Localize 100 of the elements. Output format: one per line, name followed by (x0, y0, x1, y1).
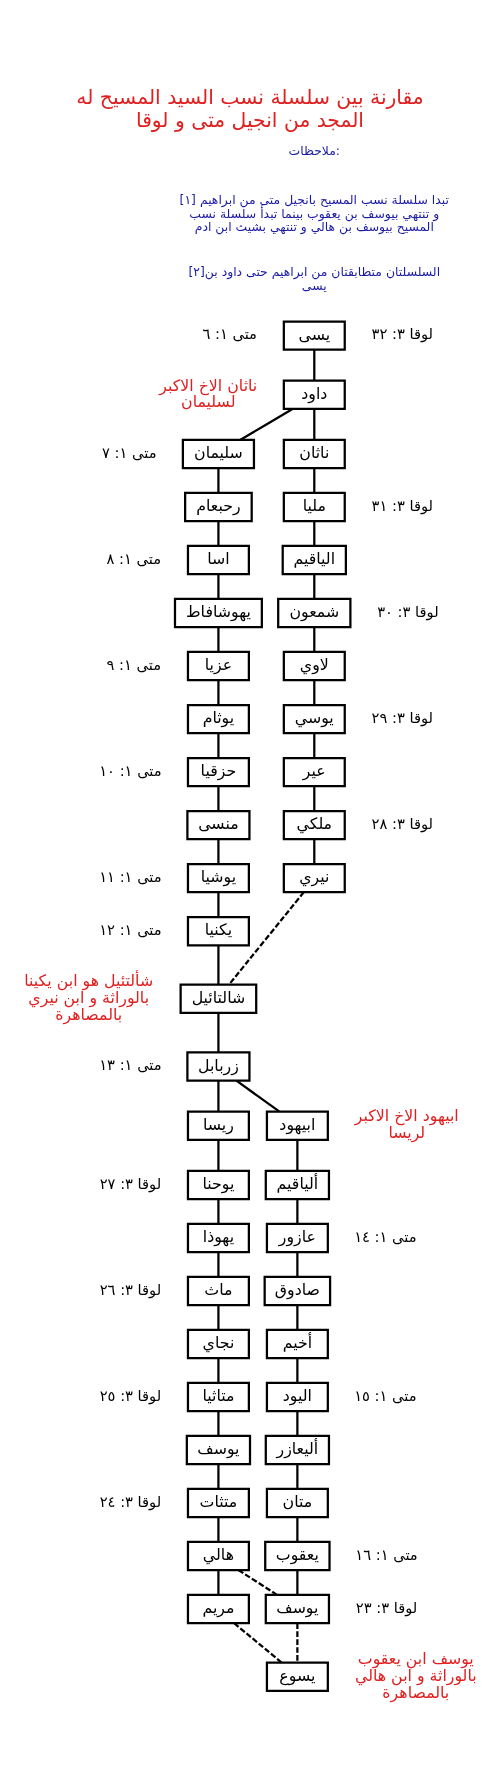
connector (296, 1517, 299, 1542)
node-box: ناثان (282, 438, 346, 469)
node-box: عير (282, 756, 346, 787)
node-box: زربابل (186, 1050, 251, 1082)
connector (313, 574, 316, 599)
node-box: يوسف (185, 1434, 252, 1465)
node-box: يكنيا (186, 915, 250, 946)
connector (313, 680, 316, 705)
node-box: أخيم (265, 1328, 329, 1359)
connector (296, 1463, 299, 1489)
node-box: ريسا (186, 1110, 250, 1141)
node-box: سليمان (181, 438, 256, 469)
node-box: يوسف (264, 1593, 331, 1624)
connector (217, 892, 220, 917)
connector (296, 1410, 299, 1436)
node-box: نيري (282, 862, 346, 893)
node-box: داود (282, 379, 346, 410)
node-label: لوقا ٣: ٢٣ (355, 1598, 418, 1616)
connector (296, 1251, 299, 1277)
label: [٢]السلسلتان متطابقتان من ابراهيم حتى داود بن يسى (188, 263, 441, 293)
connector (217, 1410, 220, 1436)
node-box: رحبعام (184, 491, 253, 522)
label: يوسف ابن يعقوب بالوراثة و ابن هالي بالمصاهرة (355, 1648, 477, 1702)
node-box: أليعازر (264, 1434, 331, 1465)
connector (217, 1304, 220, 1330)
connector (313, 468, 316, 493)
connector (217, 574, 220, 599)
node-box: لاوي (282, 650, 346, 681)
node-box: يسوع (265, 1661, 329, 1692)
connector (217, 1012, 220, 1052)
label: ابيهود الاخ الاكبر لريسا (354, 1105, 459, 1142)
connector (217, 733, 220, 758)
connector (296, 1198, 299, 1224)
node-box: الياقيم (281, 544, 347, 575)
connector (313, 627, 316, 652)
label: [١] تبدا سلسلة نسب المسيح بانجيل متى من ابراهيم و تنتهي بيوسف بن يعقوب بينما تبدأ سلسلة نسب المسيح بيوسف بن هالي و تنتهي بشيث ابن ادم (179, 191, 449, 234)
connector (217, 521, 220, 546)
connector (296, 1622, 299, 1662)
node-box: يوشيا (186, 862, 250, 893)
node-box: ملكي (282, 809, 346, 840)
connector (217, 786, 220, 811)
connector (313, 521, 316, 546)
node-label: لوقا ٣: ٣١ (371, 496, 433, 514)
node-box: متاثيا (186, 1381, 250, 1412)
connector (217, 839, 220, 864)
node-label: متى ١: ١٤ (354, 1227, 417, 1245)
node-box: اسا (186, 544, 250, 575)
node-box: حزقيا (186, 756, 250, 787)
node-box: هالي (186, 1540, 250, 1571)
connector (296, 1304, 299, 1330)
connector (217, 1198, 220, 1224)
node-label: متى ١: ١١ (99, 867, 162, 885)
node-label: لوقا ٣: ٢٧ (99, 1174, 162, 1192)
node-box: ماث (186, 1275, 250, 1306)
connector (233, 1622, 283, 1663)
node-box: مريم (186, 1593, 250, 1624)
node-box: صادوق (263, 1275, 332, 1306)
connector (313, 408, 316, 440)
connector (217, 1080, 220, 1111)
connector (217, 1251, 220, 1277)
label: ناثان الاخ الاكبر لسليمان (159, 375, 258, 411)
node-box: مليا (282, 491, 346, 522)
node-box: منسى (186, 809, 251, 840)
node-label: لوقا ٣: ٢٨ (371, 814, 433, 832)
node-box: يعقوب (264, 1540, 331, 1571)
node-box: متان (265, 1487, 329, 1518)
connector (296, 1570, 299, 1595)
connector (217, 945, 220, 984)
connector (238, 1568, 278, 1596)
node-label: متى ١: ١٥ (354, 1386, 417, 1404)
node-label: متى ١: ١٠ (99, 761, 162, 779)
node-label: لوقا ٣: ٢٤ (99, 1492, 162, 1510)
node-box: يهوشافاط (173, 597, 263, 628)
diagram-title: مقارنة بين سلسلة نسب السيد المسيح له المجد من انجيل متى و لوقا (76, 84, 424, 132)
connector (296, 1139, 299, 1171)
node-box: يوسي (282, 703, 346, 734)
connector (217, 1139, 220, 1171)
node-label: متى ١: ٩ (106, 655, 162, 673)
connector (217, 627, 220, 652)
node-label: متى ١: ٧ (102, 443, 157, 461)
node-label: لوقا ٣: ٣٢ (371, 324, 433, 342)
node-label: متى ١: ٦ (202, 324, 257, 342)
connector (228, 891, 305, 985)
label: ملاحظات: (288, 142, 341, 158)
connector (217, 1357, 220, 1383)
node-box: يهوذا (186, 1222, 250, 1253)
connector (217, 1570, 220, 1595)
node-label: لوقا ٣: ٣٠ (377, 602, 439, 620)
connector (313, 349, 316, 381)
node-label: متى ١: ٨ (106, 549, 162, 567)
node-label: متى ١: ١٣ (99, 1055, 162, 1073)
node-box: عزيا (186, 650, 250, 681)
connector (313, 839, 316, 864)
node-label: لوقا ٣: ٢٥ (99, 1386, 162, 1404)
node-box: ألياقيم (264, 1169, 331, 1200)
node-label: متى ١: ١٦ (355, 1545, 418, 1563)
node-box: اليود (265, 1381, 329, 1412)
connector (217, 680, 220, 705)
label: شألتئيل هو ابن يكينا بالوراثة و ابن نيري بالمصاهرة (24, 970, 154, 1024)
connector (236, 1079, 280, 1112)
